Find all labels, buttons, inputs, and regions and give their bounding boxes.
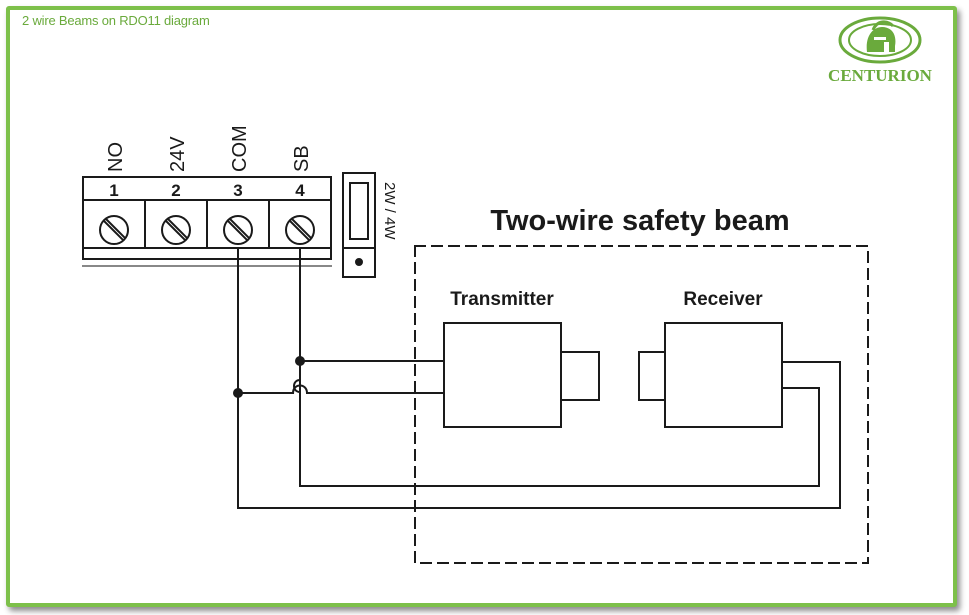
terminal-screw-4 <box>285 215 315 245</box>
beam-enclosure <box>414 245 869 564</box>
terminal-label-com: COM <box>229 125 251 172</box>
logo-wordmark: CENTURION <box>828 66 932 85</box>
terminal-number-3: 3 <box>233 181 242 200</box>
wire-com <box>237 247 841 509</box>
diagram-frame: 2 wire Beams on RDO11 diagram CENTURION <box>6 6 957 607</box>
beam-title: Two-wire safety beam <box>490 205 789 237</box>
terminal-number-2: 2 <box>171 181 180 200</box>
terminal-screw-3 <box>223 215 253 245</box>
wire-com-crossover <box>291 384 445 395</box>
terminal-label-24v: 24V <box>167 136 189 172</box>
diagram-caption: 2 wire Beams on RDO11 diagram <box>22 13 210 28</box>
receiver-label: Receiver <box>683 289 763 310</box>
junction-dot-com <box>233 388 243 398</box>
transmitter-lens <box>560 351 600 401</box>
terminal-screw-2 <box>161 215 191 245</box>
jumper-label: 2W / 4W <box>381 182 398 240</box>
terminal-number-4: 4 <box>295 181 305 200</box>
terminal-number-1: 1 <box>109 181 118 200</box>
terminal-label-no: NO <box>105 142 127 172</box>
centurion-helmet-logo-icon <box>838 16 922 64</box>
centurion-logo: CENTURION <box>815 12 945 86</box>
junction-dot-sb <box>295 356 305 366</box>
wire-sb <box>293 247 820 487</box>
receiver-box <box>664 322 783 428</box>
terminal-screw-1 <box>99 215 129 245</box>
receiver-lens <box>638 351 666 401</box>
terminal-label-sb: SB <box>291 145 313 172</box>
jumper-2w-4w <box>342 172 376 278</box>
wiring-diagram: 1 2 3 4 NO 24V COM SB 2W / 4W Two-wire s… <box>82 125 869 564</box>
transmitter-label: Transmitter <box>450 289 554 310</box>
transmitter-box <box>443 322 562 428</box>
terminal-block <box>82 176 332 260</box>
